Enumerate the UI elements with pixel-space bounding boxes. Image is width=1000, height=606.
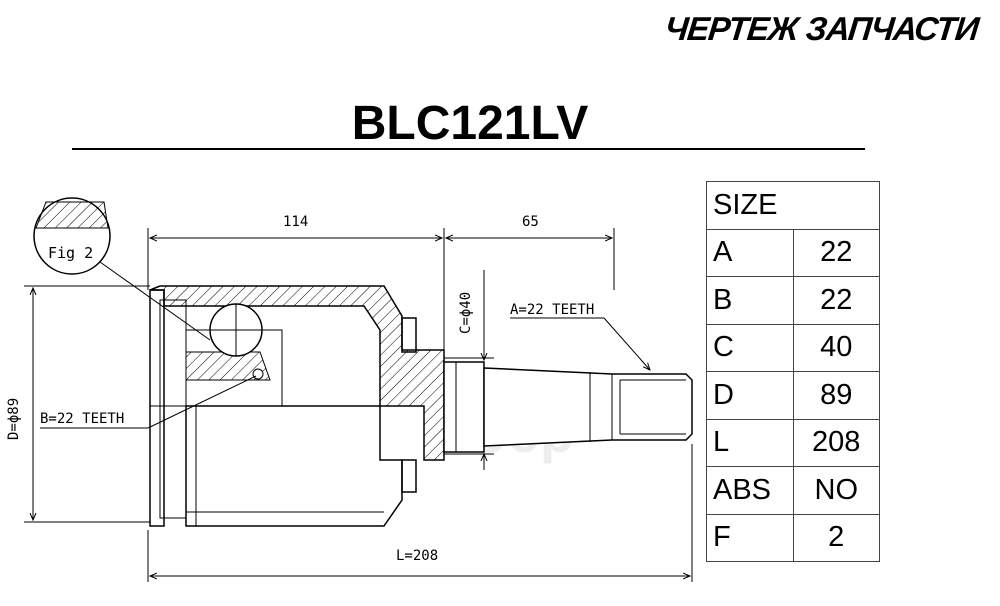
size-key: F [706,513,794,562]
joint-housing [149,285,445,527]
size-key: L [706,418,794,467]
dimension-65: 65 [522,214,539,230]
size-row-c: C 40 [706,323,880,372]
size-value: 89 [792,371,880,420]
size-value: 2 [792,513,880,562]
dimension-c40: C=ϕ40 [458,292,474,334]
length-l-dimension: L=208 [147,444,693,582]
size-key: B [706,276,794,325]
shaft-teeth-label: A=22 TEETH [510,302,594,318]
diameter-d-dimension: D=ϕ89 [6,285,150,523]
size-key: ABS [706,466,794,515]
size-table-header-row: SIZE [706,181,880,230]
size-value: 22 [792,228,880,277]
size-value: 40 [792,323,880,372]
part-number-title: BLC121LV [351,97,589,150]
dimension-d89: D=ϕ89 [6,398,22,440]
size-value: 208 [792,418,880,467]
size-row-abs: ABS NO [706,466,880,515]
fig2-callout: Fig 2 [33,197,211,341]
size-table-header: SIZE [706,181,880,230]
diameter-c-dimension: C=ϕ40 [444,270,494,470]
size-key: D [706,371,794,420]
size-value: NO [792,466,880,515]
fig2-label: Fig 2 [48,244,93,262]
size-row-f: F 2 [706,513,880,562]
inner-teeth-label: B=22 TEETH [40,411,124,427]
size-key: A [706,228,794,277]
output-shaft [443,361,693,453]
size-value: 22 [792,276,880,325]
inner-teeth-callout: B=22 TEETH [40,375,257,429]
shaft-teeth-callout: A=22 TEETH [510,302,650,370]
dimension-114: 114 [283,214,308,230]
dimension-l208: L=208 [396,548,438,564]
size-row-b: B 22 [706,276,880,325]
size-key: C [706,323,794,372]
size-table: SIZE A 22 B 22 C 40 D 89 L 208 ABS NO F … [706,181,880,562]
title-rule [72,148,865,150]
top-dimensions: 114 65 [147,214,615,352]
size-row-d: D 89 [706,371,880,420]
size-row-a: A 22 [706,228,880,277]
size-row-l: L 208 [706,418,880,467]
